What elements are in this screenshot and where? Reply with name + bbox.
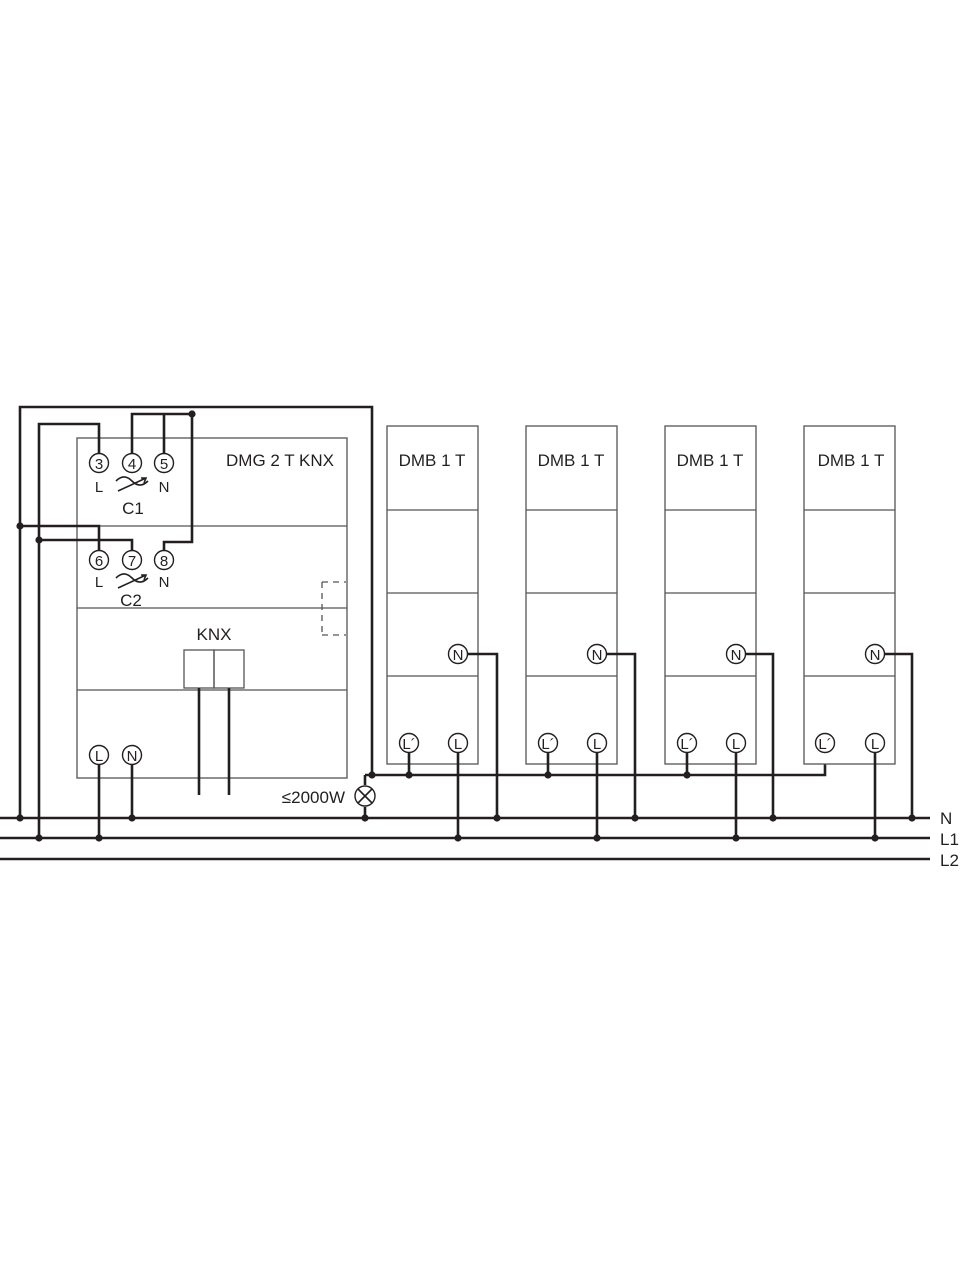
- knx-label: KNX: [197, 625, 232, 644]
- terminal-7-label: 7: [128, 553, 136, 570]
- c2-label: C2: [120, 591, 142, 610]
- dimmer-title: DMG 2 T KNX: [226, 451, 334, 470]
- terminal-8: [153, 549, 175, 571]
- terminal-6: [88, 549, 110, 571]
- booster-title: DMB 1 T: [818, 451, 885, 470]
- terminal-5-label: 5: [160, 456, 168, 473]
- c1-l-letter: L: [95, 479, 103, 496]
- booster-n-label: N: [592, 647, 603, 664]
- wire-term3-to-l1: [37, 422, 101, 838]
- terminal-4-label: 4: [128, 456, 136, 473]
- booster-module-2: DMB 1 T N L´ L: [525, 425, 637, 838]
- booster-l-terminal: [447, 732, 469, 754]
- booster-n-label: N: [731, 647, 742, 664]
- terminal-3: [88, 452, 110, 474]
- rail-l1-label: L1: [940, 830, 959, 849]
- booster-n-label: N: [453, 647, 464, 664]
- booster-l-label: L: [871, 736, 879, 753]
- dimmer-symbol-icon: [115, 476, 149, 492]
- booster-housing: [664, 425, 757, 765]
- booster-lout-label: L´: [402, 736, 415, 753]
- wire-n-bridge: [162, 414, 194, 550]
- booster-module-3: DMB 1 T N L´ L: [664, 425, 775, 838]
- booster-l-terminal: [725, 732, 747, 754]
- dimmer-symbol-icon: [115, 573, 149, 589]
- booster-lout-label: L´: [818, 736, 831, 753]
- booster-housing: [525, 425, 618, 765]
- c2-l-letter: L: [95, 574, 103, 591]
- booster-lout-terminal: [676, 732, 698, 754]
- booster-l-terminal: [586, 732, 608, 754]
- terminal-4: [121, 452, 143, 474]
- booster-lout-label: L´: [680, 736, 693, 753]
- dimmer-module: DMG 2 T KNX 3 4 5 L N C1 6 7 8 L N C2 KN…: [76, 437, 348, 795]
- terminal-3-label: 3: [95, 456, 103, 473]
- wire-term4: [130, 412, 192, 453]
- booster-n-terminal: [447, 643, 469, 665]
- c2-n-letter: N: [159, 574, 170, 591]
- load-rating: ≤2000W: [282, 788, 345, 807]
- dimmer-l-terminal: [88, 744, 110, 766]
- c1-label: C1: [122, 499, 144, 518]
- booster-n-terminal: [864, 643, 886, 665]
- dimmer-n-terminal-label: N: [127, 748, 138, 765]
- dimmer-n-terminal: [121, 744, 143, 766]
- booster-l-label: L: [454, 736, 462, 753]
- booster-housing: [386, 425, 479, 765]
- booster-lout-terminal: [537, 732, 559, 754]
- booster-l-terminal: [864, 732, 886, 754]
- lamp-load: ≤2000W: [282, 785, 376, 807]
- booster-n-terminal: [725, 643, 747, 665]
- dimmer-l-terminal-label: L: [95, 748, 103, 765]
- terminal-6-label: 6: [95, 553, 103, 570]
- booster-title: DMB 1 T: [399, 451, 466, 470]
- booster-lout-terminal: [814, 732, 836, 754]
- dashed-bracket: [321, 581, 346, 636]
- booster-n-label: N: [870, 647, 881, 664]
- booster-title: DMB 1 T: [677, 451, 744, 470]
- booster-module-1: DMB 1 T N L´ L: [386, 425, 499, 838]
- wire-term6: [20, 524, 101, 550]
- booster-title: DMB 1 T: [538, 451, 605, 470]
- booster-l-label: L: [732, 736, 740, 753]
- wire-outer-loop: [18, 405, 374, 818]
- wire-term7: [39, 538, 134, 550]
- booster-housing: [803, 425, 896, 765]
- booster-module-4: DMB 1 T N L´ L: [803, 425, 914, 838]
- rail-l2-label: L2: [940, 851, 959, 870]
- booster-lout-label: L´: [541, 736, 554, 753]
- c1-n-letter: N: [159, 479, 170, 496]
- terminal-8-label: 8: [160, 553, 168, 570]
- supply-rails: N L1 L2: [0, 809, 959, 870]
- terminal-7: [121, 549, 143, 571]
- booster-n-terminal: [586, 643, 608, 665]
- rail-n-label: N: [940, 809, 952, 828]
- booster-l-label: L: [593, 736, 601, 753]
- booster-lout-terminal: [398, 732, 420, 754]
- terminal-5: [153, 452, 175, 474]
